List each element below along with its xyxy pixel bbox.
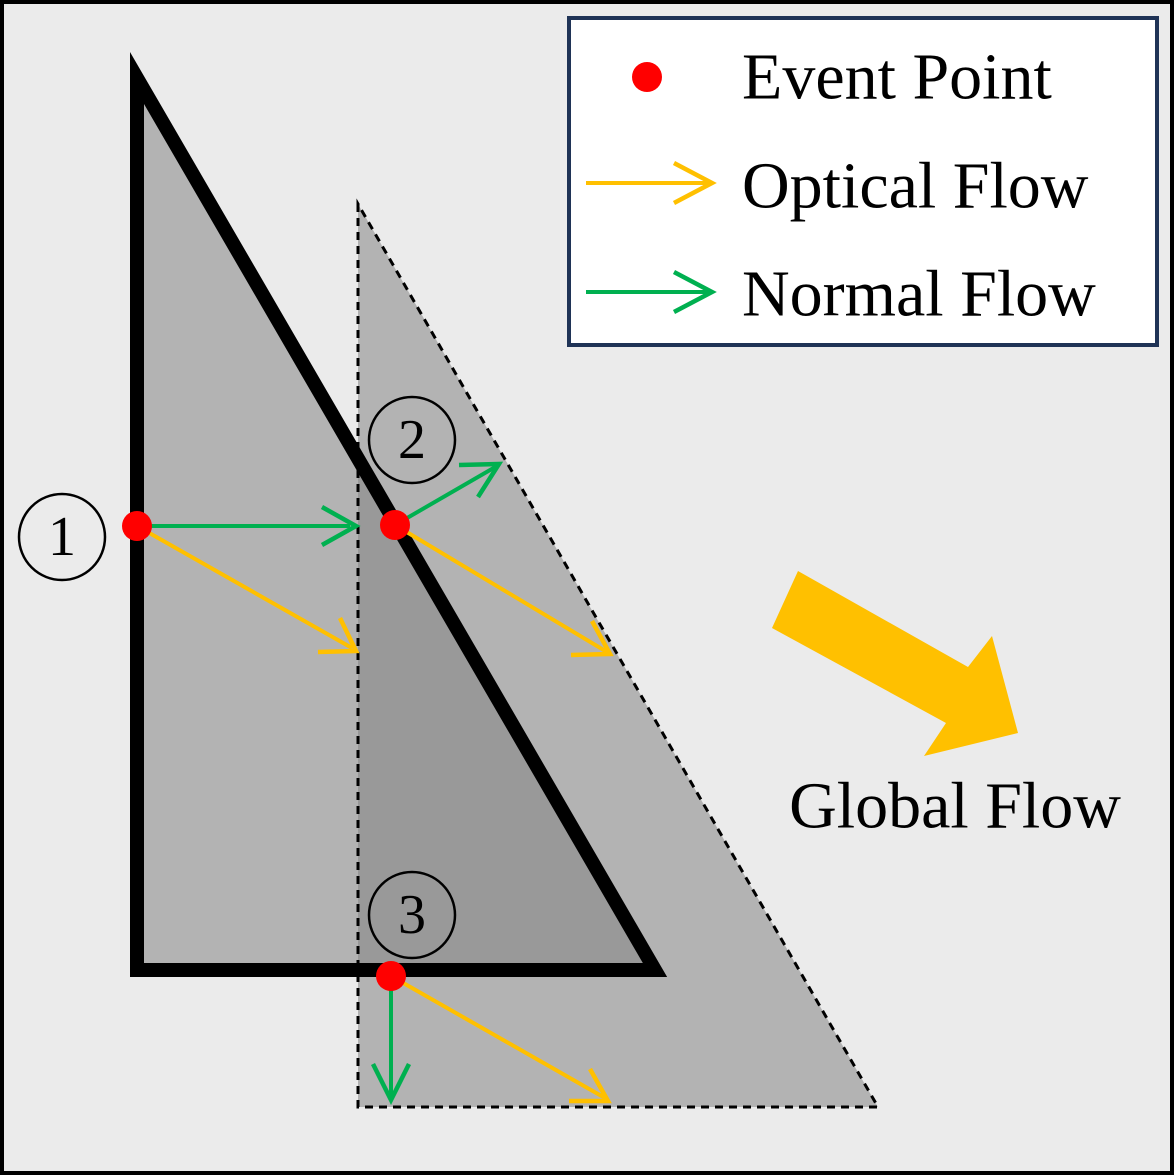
event-2-optical-flow-head — [570, 619, 614, 658]
global-flow-arrow-icon — [772, 571, 1018, 756]
event-marker-2-number: 2 — [398, 409, 426, 471]
event-point-2 — [380, 510, 410, 540]
legend: Event Point Optical Flow Normal Flow — [567, 16, 1159, 347]
event-point-1 — [122, 511, 152, 541]
event-3-optical-flow-head — [569, 1067, 612, 1104]
event-marker-2: 2 — [367, 395, 457, 485]
event-marker-3-ring — [367, 870, 457, 960]
legend-border — [567, 16, 1159, 347]
event-marker-1: 1 — [17, 492, 107, 582]
event-marker-2-ring — [367, 395, 457, 485]
event-1-optical-flow-head — [317, 617, 360, 655]
event-2-normal-flow-head — [458, 461, 504, 499]
legend-event-point-label: Event Point — [742, 41, 1052, 114]
event-marker-1-ring — [17, 492, 107, 582]
legend-optical-flow-icon — [672, 161, 717, 205]
event-marker-3-number: 3 — [398, 884, 426, 946]
event-1-normal-flow-head — [320, 505, 361, 547]
event-2-optical-flow-line — [393, 523, 609, 654]
global-flow-label: Global Flow — [789, 770, 1121, 843]
event-marker-3: 3 — [367, 870, 457, 960]
legend-optical-flow-label: Optical Flow — [742, 150, 1089, 223]
legend-normal-flow-icon — [672, 270, 717, 314]
legend-normal-flow-label: Normal Flow — [742, 258, 1096, 331]
event-3-normal-flow-head — [370, 1062, 412, 1106]
event-3-optical-flow-line — [390, 974, 606, 1100]
event-2-normal-flow-line — [393, 464, 499, 527]
event-marker-1-number: 1 — [48, 506, 76, 568]
shifted-triangle-outline — [356, 198, 881, 1109]
event-point-3 — [376, 961, 406, 991]
legend-event-point-icon — [632, 62, 662, 92]
event-1-optical-flow-line — [136, 524, 353, 650]
